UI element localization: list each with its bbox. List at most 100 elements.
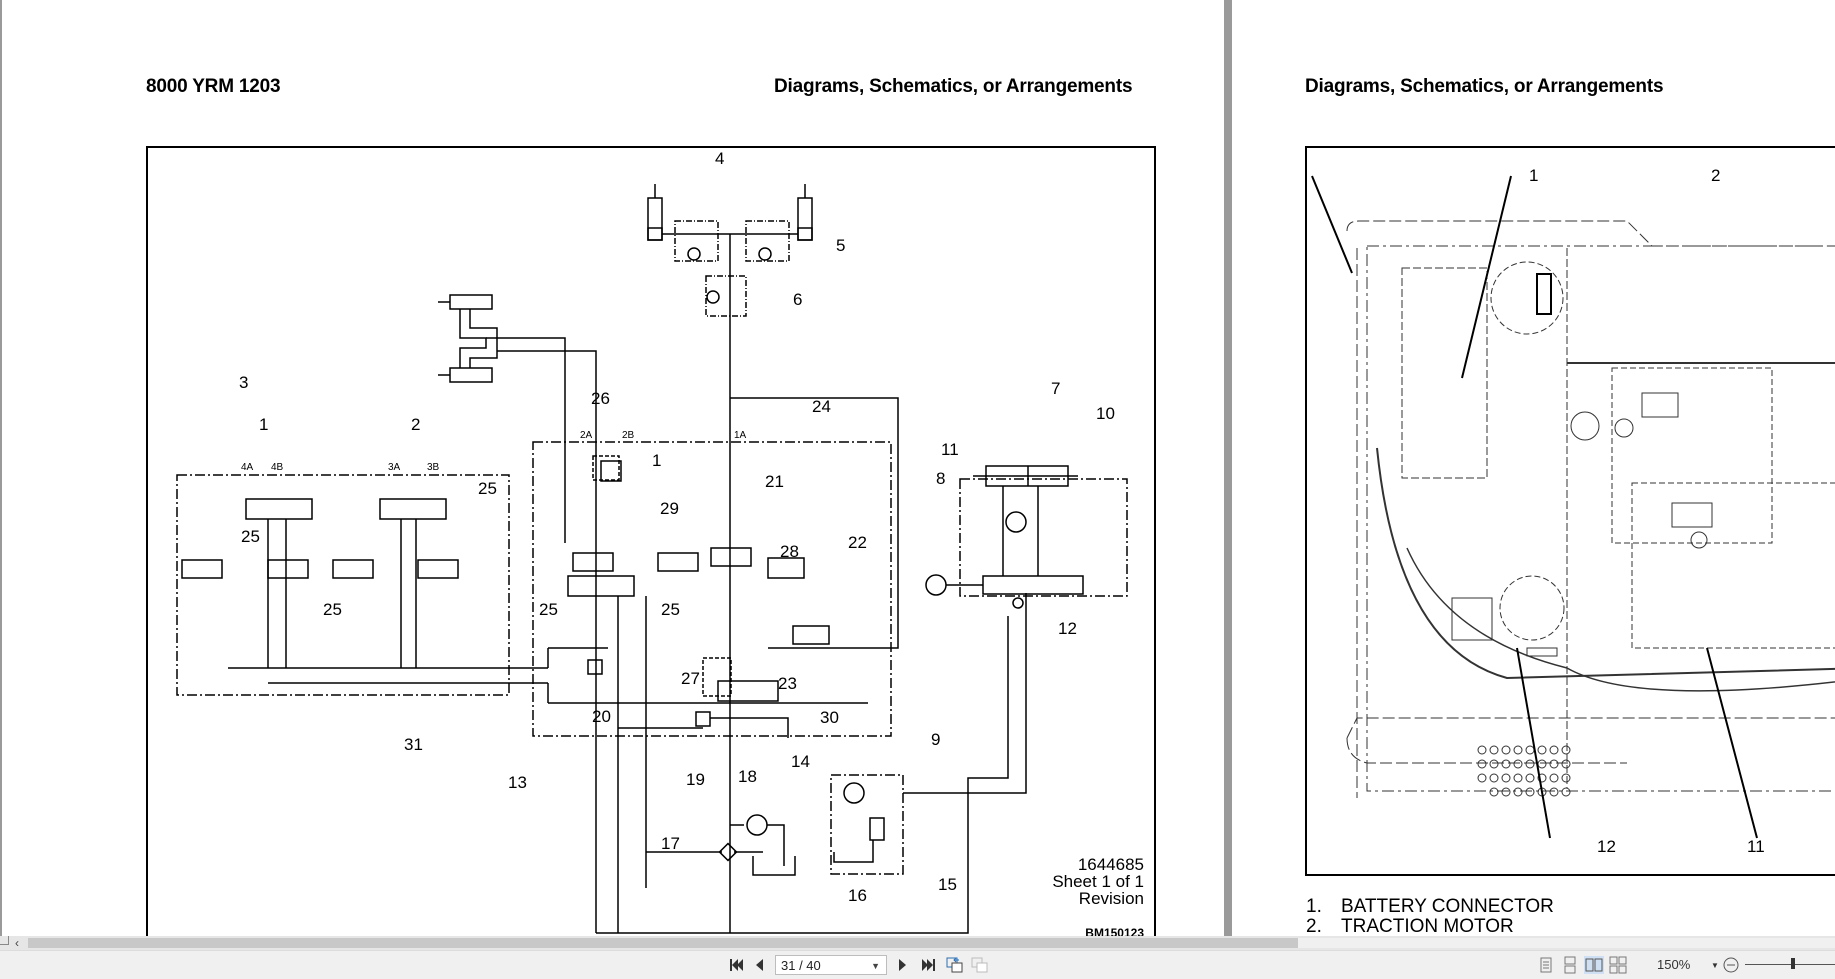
last-page-button[interactable] (920, 956, 938, 974)
page-number-field[interactable]: 31 / 40 ▼ (775, 955, 887, 975)
previous-page-button[interactable] (752, 956, 766, 974)
manual-number: 8000 YRM 1203 (146, 76, 281, 97)
continuous-facing-icon (1609, 956, 1627, 974)
legend-item: 1. BATTERY CONNECTOR (1306, 897, 1554, 917)
callout-17: 17 (661, 834, 680, 853)
callout-13: 13 (508, 773, 527, 792)
arrangement-callout-2: 2 (1711, 166, 1720, 185)
leader-12 (1516, 647, 1551, 839)
scrollbar-thumb[interactable] (28, 938, 1298, 948)
sheet-number: Sheet 1 of 1 (1052, 872, 1144, 891)
callout-28: 28 (780, 542, 799, 561)
document-viewport: 8000 YRM 1203 Diagrams, Schematics, or A… (0, 0, 1835, 936)
callout-9: 9 (931, 730, 940, 749)
callout-4: 4 (715, 149, 724, 168)
title-block: 1644685 Sheet 1 of 1 Revision BM150123 (1052, 855, 1144, 936)
zoom-out-button[interactable] (1722, 956, 1740, 974)
next-view-button[interactable] (970, 956, 990, 974)
figure-id: BM150123 (1085, 926, 1144, 936)
port-labels: 4A 4B 3A 3B 2A 2B 1A (241, 430, 747, 473)
continuous-facing-view-button[interactable] (1608, 956, 1628, 974)
port-4B: 4B (271, 462, 284, 473)
port-2A: 2A (580, 430, 593, 441)
callout-24: 24 (812, 397, 831, 416)
callout-3: 3 (239, 373, 248, 392)
zoom-level[interactable]: 150% (1657, 957, 1691, 972)
last-page-icon (922, 959, 935, 971)
hydraulic-schematic-drawing: 3 4 5 6 7 8 9 10 11 12 13 14 15 16 17 18 (176, 149, 1144, 936)
callout-25a: 25 (241, 527, 260, 546)
component-legend: 1. BATTERY CONNECTOR 2. TRACTION MOTOR (1306, 897, 1554, 937)
continuous-view-button[interactable] (1560, 956, 1580, 974)
horizontal-scrollbar[interactable]: ‹ (0, 936, 1835, 950)
callout-10: 10 (1096, 404, 1115, 423)
port-3B: 3B (427, 462, 440, 473)
navigation-toolbar: 31 / 40 ▼ 150% ▼ (0, 950, 1835, 979)
callout-15: 15 (938, 875, 957, 894)
zoom-slider-track[interactable] (1745, 964, 1835, 965)
callout-1b: 1 (652, 451, 661, 470)
callout-22: 22 (848, 533, 867, 552)
callout-31: 31 (404, 735, 423, 754)
callout-25d: 25 (539, 600, 558, 619)
callout-7: 7 (1051, 379, 1060, 398)
single-page-view-button[interactable] (1536, 956, 1556, 974)
callout-18: 18 (738, 767, 757, 786)
next-view-icon (971, 957, 988, 973)
legend-label: BATTERY CONNECTOR (1341, 896, 1554, 917)
callout-6: 6 (793, 290, 802, 309)
leader-1 (1311, 175, 1353, 274)
chevron-down-icon[interactable]: ▼ (871, 961, 880, 971)
legend-item: 2. TRACTION MOTOR (1306, 916, 1554, 937)
page-number-value: 31 / 40 (781, 958, 821, 973)
facing-pages-icon (1585, 958, 1603, 972)
port-4A: 4A (241, 462, 254, 473)
arrangement-callout-12: 12 (1597, 837, 1616, 856)
legend-number: 1. (1306, 896, 1322, 917)
arrangement-callout-1: 1 (1529, 166, 1538, 185)
callout-20: 20 (592, 707, 611, 726)
callout-11: 11 (941, 440, 959, 459)
port-3A: 3A (388, 462, 401, 473)
callout-30: 30 (820, 708, 839, 727)
next-page-button[interactable] (896, 956, 910, 974)
port-1A: 1A (734, 430, 747, 441)
single-page-icon (1540, 957, 1552, 973)
next-page-icon (899, 959, 906, 971)
port-2B: 2B (622, 430, 635, 441)
callout-16: 16 (848, 886, 867, 905)
scroll-left-button[interactable]: ‹ (15, 936, 19, 950)
zoom-out-icon (1723, 957, 1739, 973)
previous-view-button[interactable] (945, 956, 965, 974)
continuous-page-icon (1564, 956, 1576, 974)
revision-label: Revision (1079, 889, 1144, 908)
hydraulic-schematic: 3 4 5 6 7 8 9 10 11 12 13 14 15 16 17 18 (146, 146, 1156, 936)
callout-29: 29 (660, 499, 679, 518)
callout-2: 2 (411, 415, 420, 434)
section-title-right: Diagrams, Schematics, or Arrangements (1305, 76, 1664, 97)
legend-number: 2. (1306, 916, 1322, 937)
vent-holes (1477, 745, 1571, 797)
leader-11 (1706, 647, 1758, 839)
callout-19: 19 (686, 770, 705, 789)
callout-25b: 25 (478, 479, 497, 498)
arrangement-drawing: 1 2 11 12 (1311, 166, 1835, 856)
drawing-number: 1644685 (1078, 855, 1144, 874)
previous-view-icon (946, 957, 963, 973)
facing-view-button[interactable] (1584, 956, 1604, 974)
component-arrangement-drawing: 1 2 11 12 (1305, 146, 1835, 876)
callout-5: 5 (836, 236, 845, 255)
zoom-slider-thumb[interactable] (1791, 958, 1795, 969)
legend-label: TRACTION MOTOR (1341, 916, 1514, 937)
callout-1a: 1 (259, 415, 268, 434)
callout-25e: 25 (661, 600, 680, 619)
callout-21: 21 (765, 472, 784, 491)
callout-26: 26 (591, 389, 610, 408)
zoom-dropdown-button[interactable]: ▼ (1710, 956, 1720, 974)
scrollbar-corner (0, 936, 9, 945)
previous-page-icon (756, 959, 763, 971)
callout-14: 14 (791, 752, 810, 771)
callout-25c: 25 (323, 600, 342, 619)
chevron-down-icon: ▼ (1711, 960, 1719, 970)
first-page-button[interactable] (727, 956, 745, 974)
